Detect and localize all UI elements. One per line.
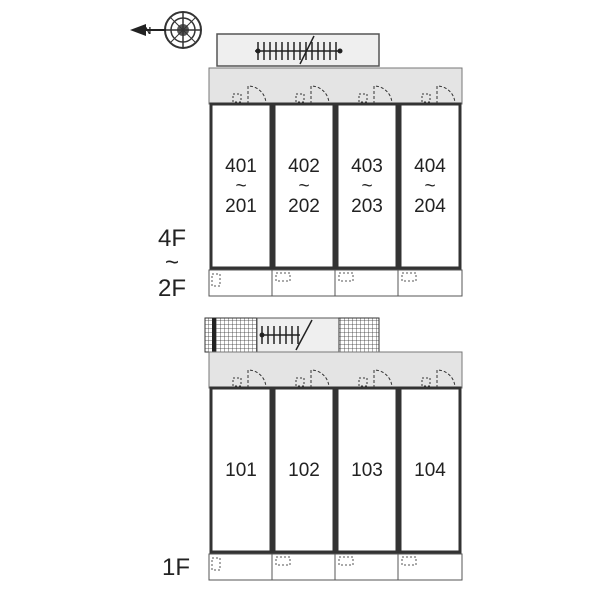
unit-label-bottom: 202 [288,196,320,217]
lower-staircase [204,317,380,353]
floor-label-top: 4F [158,225,186,252]
unit-label-bottom: 203 [351,196,383,217]
unit-label-sep: ~ [424,176,435,197]
unit-404-204 [398,102,462,270]
unit-label-sep: ~ [298,176,309,197]
unit-102 [272,386,336,554]
upper-door-swings [247,85,456,105]
unit-401-201 [209,102,273,270]
unit-402-202 [272,102,336,270]
unit-label: 101 [225,460,257,481]
unit-104 [398,386,462,554]
compass-north-label: N [144,26,151,37]
unit-label-sep: ~ [235,176,246,197]
lower-unit-labels: 101 102 103 104 [225,460,446,481]
unit-label-bottom: 204 [414,196,446,217]
unit-101 [209,386,273,554]
lower-units [209,386,462,554]
unit-label-top: 403 [351,156,383,177]
unit-label-top: 402 [288,156,320,177]
unit-403-203 [335,102,399,270]
upper-unit-labels: 401 ~ 201 402 ~ 202 403 ~ 203 404 ~ 204 [225,156,446,217]
unit-label: 104 [414,460,446,481]
floor-label-bottom: 2F [158,275,186,302]
unit-label: 103 [351,460,383,481]
upper-corridor [208,67,463,105]
upper-staircase [216,33,380,67]
unit-label-sep: ~ [361,176,372,197]
unit-label: 102 [288,460,320,481]
unit-label-top: 404 [414,156,446,177]
unit-label-bottom: 201 [225,196,257,217]
floor-label-1f: 1F [162,554,190,581]
compass-icon [130,11,202,49]
upper-units [209,102,462,270]
lower-balconies [208,553,463,581]
lower-door-swings [247,369,456,389]
north-arrow-icon [130,24,146,36]
unit-label-top: 401 [225,156,257,177]
lower-corridor [208,351,463,389]
unit-103 [335,386,399,554]
upper-balconies [208,269,463,297]
floor-label-sep: ~ [165,249,179,276]
